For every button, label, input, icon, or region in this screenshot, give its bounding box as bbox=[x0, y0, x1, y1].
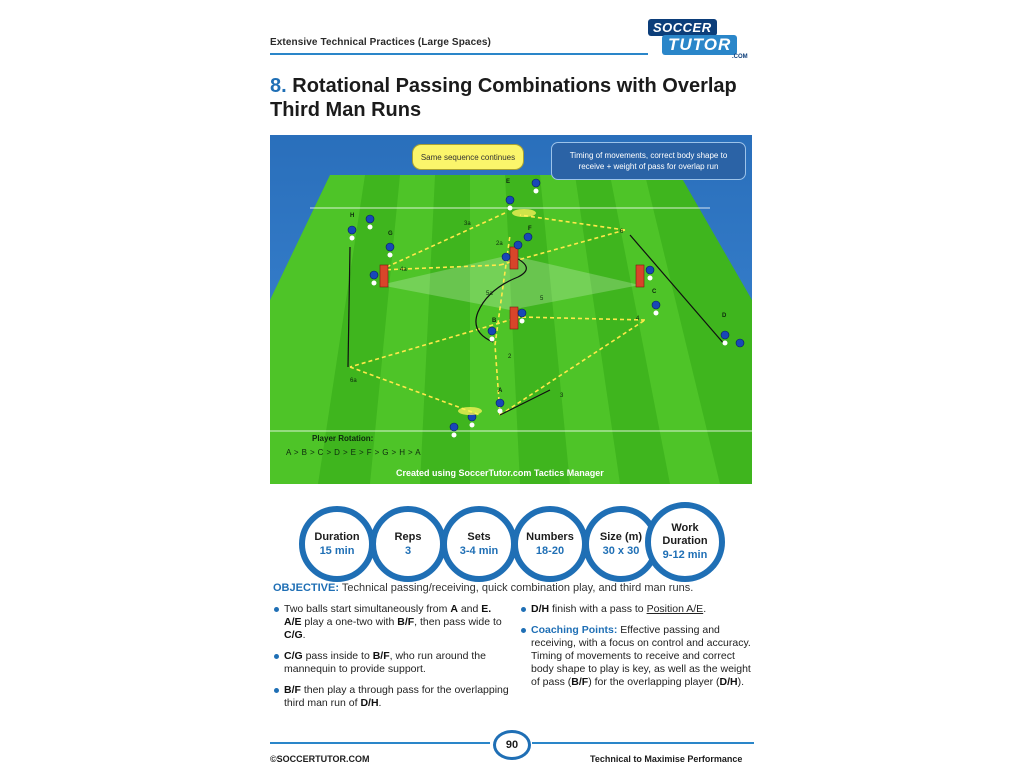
player-label-f: F bbox=[528, 226, 532, 232]
pass-label-2: 2 bbox=[508, 354, 512, 360]
stat-label: Duration bbox=[314, 530, 360, 543]
practice-number: 8. bbox=[270, 75, 287, 97]
page-title: 8. Rotational Passing Combinations with … bbox=[270, 74, 750, 122]
stat-label: Work Duration bbox=[662, 522, 708, 547]
stat-value: 3-4 min bbox=[459, 544, 499, 557]
header-rule bbox=[270, 53, 648, 55]
practice-title: Rotational Passing Combinations with Ove… bbox=[270, 75, 737, 121]
player-label-g: G bbox=[388, 231, 393, 237]
player-label-b: B bbox=[492, 318, 497, 324]
rotation-sequence: A > B > C > D > E > F > G > H > A bbox=[286, 448, 422, 457]
stat-value: 3 bbox=[404, 544, 412, 557]
stat-label: Numbers bbox=[526, 530, 574, 543]
stat-work-duration: Work Duration 9-12 min bbox=[645, 502, 725, 582]
logo-text-tutor: TUTOR bbox=[662, 35, 738, 55]
stat-value: 15 min bbox=[319, 544, 355, 557]
coaching-points-label: Coaching Points: bbox=[531, 624, 618, 636]
player-label-e: E bbox=[506, 179, 510, 185]
player-label-d: D bbox=[722, 313, 727, 319]
pass-label-3a: 3a bbox=[464, 221, 471, 227]
stat-value: 9-12 min bbox=[662, 549, 708, 561]
instructions-left-column: Two balls start simultaneously from A an… bbox=[273, 603, 509, 718]
tactics-diagram: H G E F B C D A 2 3 4 5 6 2a 3a 4a 5a 6a bbox=[270, 135, 752, 484]
footer-copyright: ©SOCCERTUTOR.COM bbox=[270, 754, 370, 764]
pass-label-5: 5 bbox=[540, 296, 544, 302]
rotation-label: Player Rotation: bbox=[312, 434, 374, 443]
stat-label: Reps bbox=[394, 530, 422, 543]
pitch bbox=[270, 175, 752, 484]
list-item: D/H finish with a pass to Position A/E. bbox=[520, 603, 754, 616]
logo-text-soccer: SOCCER bbox=[648, 19, 717, 36]
soccertutor-logo: SOCCER TUTOR .COM bbox=[648, 19, 758, 60]
stat-reps: Reps 3 bbox=[370, 506, 446, 582]
coaching-points: Coaching Points: Effective passing and r… bbox=[520, 624, 754, 689]
objective: OBJECTIVE: Technical passing/receiving, … bbox=[273, 582, 753, 594]
pass-label-6: 6 bbox=[620, 229, 624, 235]
objective-label: OBJECTIVE: bbox=[273, 582, 340, 594]
stat-value: 30 x 30 bbox=[602, 544, 640, 557]
pass-label-2a: 2a bbox=[496, 241, 503, 247]
pass-label-6a: 6a bbox=[350, 378, 357, 384]
stat-label: Sets bbox=[467, 530, 491, 543]
pass-label-5a: 5a bbox=[486, 291, 493, 297]
instructions-right-column: D/H finish with a pass to Position A/E. … bbox=[520, 603, 754, 697]
pass-label-4a: 4a bbox=[400, 267, 407, 273]
pass-label-3: 3 bbox=[560, 393, 564, 399]
running-head: Extensive Technical Practices (Large Spa… bbox=[270, 37, 491, 48]
stat-label: Size (m) bbox=[599, 530, 643, 543]
objective-text: Technical passing/receiving, quick combi… bbox=[341, 582, 694, 594]
list-item: C/G pass inside to B/F, who run around t… bbox=[273, 650, 509, 676]
diagram-credit: Created using SoccerTutor.com Tactics Ma… bbox=[396, 468, 604, 478]
pass-label-4: 4 bbox=[636, 316, 640, 322]
practice-stats: Duration 15 min Reps 3 Sets 3-4 min Numb… bbox=[299, 502, 729, 586]
callout-coaching-note: Timing of movements, correct body shape … bbox=[551, 142, 746, 180]
stat-numbers: Numbers 18-20 bbox=[512, 506, 588, 582]
footer-rule-left bbox=[270, 742, 490, 744]
stat-value: 18-20 bbox=[535, 544, 565, 557]
stat-sets: Sets 3-4 min bbox=[441, 506, 517, 582]
player-label-a: A bbox=[498, 388, 503, 394]
player-label-h: H bbox=[350, 213, 354, 219]
page-number: 90 bbox=[493, 730, 531, 760]
footer-book-title: Technical to Maximise Performance bbox=[590, 754, 743, 764]
callout-same-sequence: Same sequence continues bbox=[412, 144, 524, 170]
list-item: Two balls start simultaneously from A an… bbox=[273, 603, 509, 642]
list-item: B/F then play a through pass for the ove… bbox=[273, 684, 509, 710]
footer-rule-right bbox=[532, 742, 754, 744]
stat-duration: Duration 15 min bbox=[299, 506, 375, 582]
pitch-drawing: H G E F B C D A 2 3 4 5 6 2a 3a 4a 5a 6a bbox=[270, 135, 752, 484]
logo-text-domain: .COM bbox=[732, 54, 748, 60]
player-label-c: C bbox=[652, 289, 657, 295]
